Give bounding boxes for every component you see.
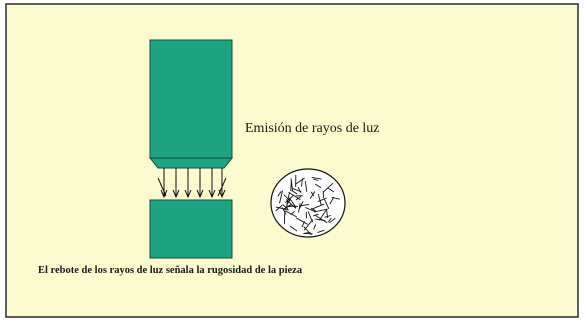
roughness-stroke (299, 203, 310, 207)
roughness-stroke (304, 181, 308, 192)
emitter-nozzle (148, 157, 234, 169)
roughness-stroke (275, 206, 289, 211)
roughness-stroke (289, 225, 298, 232)
roughness-stroke (313, 224, 317, 230)
roughness-stroke (279, 190, 283, 204)
diagram-caption: El rebote de los rayos de luz señala la … (38, 265, 303, 276)
roughness-stroke (311, 176, 322, 180)
reflected-ray (217, 177, 227, 197)
roughness-stroke (310, 191, 315, 197)
roughness-stroke (311, 203, 325, 210)
light-rays (157, 168, 227, 199)
lower-workpiece-block (149, 199, 233, 259)
roughness-stroke (301, 221, 306, 228)
roughness-stroke (298, 201, 304, 209)
roughness-stroke (297, 186, 302, 193)
roughness-stroke (313, 208, 328, 213)
roughness-stroke (283, 194, 291, 202)
reflected-ray (157, 177, 167, 197)
roughness-stroke (313, 178, 319, 181)
roughness-stroke (295, 196, 302, 201)
roughness-stroke (317, 229, 325, 234)
roughness-stroke (327, 217, 332, 223)
roughness-stroke (329, 196, 335, 205)
roughness-stroke (314, 183, 322, 188)
roughness-stroke (329, 217, 336, 224)
roughness-stroke (327, 188, 335, 193)
roughness-stroke (286, 192, 290, 205)
light-ray-arrowhead (208, 189, 216, 199)
roughness-stroke (277, 190, 282, 197)
light-ray-arrowhead (160, 189, 168, 199)
roughness-stroke (322, 182, 334, 193)
roughness-stroke (291, 190, 298, 195)
roughness-stroke (290, 178, 294, 191)
roughness-stroke (323, 198, 330, 210)
roughness-stroke (307, 211, 314, 223)
roughness-stroke (309, 191, 316, 199)
roughness-stroke (282, 204, 289, 210)
roughness-stroke (315, 215, 328, 224)
roughness-stroke (298, 203, 301, 213)
roughness-stroke (284, 194, 295, 204)
roughness-stroke (305, 207, 317, 213)
roughness-stroke (317, 193, 322, 206)
sample-outline (270, 168, 346, 238)
roughness-stroke (290, 210, 295, 216)
roughness-stroke (326, 210, 329, 218)
diagram-panel (5, 3, 579, 318)
roughness-stroke (312, 213, 319, 217)
roughness-stroke (303, 226, 312, 236)
roughness-stroke (310, 207, 316, 212)
light-ray-arrowhead (172, 189, 180, 199)
rough-surface-sample (270, 168, 346, 238)
roughness-stroke (317, 197, 327, 203)
light-ray-arrowhead (184, 189, 192, 199)
roughness-stroke (295, 177, 305, 185)
upper-emitter-block (149, 39, 233, 159)
emission-label: Emisión de rayos de luz (245, 121, 380, 136)
roughness-stroke (275, 204, 283, 212)
light-ray-arrowhead (196, 189, 204, 199)
roughness-stroke (295, 217, 308, 225)
roughness-stroke (331, 196, 340, 200)
roughness-stroke (318, 208, 328, 221)
roughness-stroke (287, 205, 295, 208)
